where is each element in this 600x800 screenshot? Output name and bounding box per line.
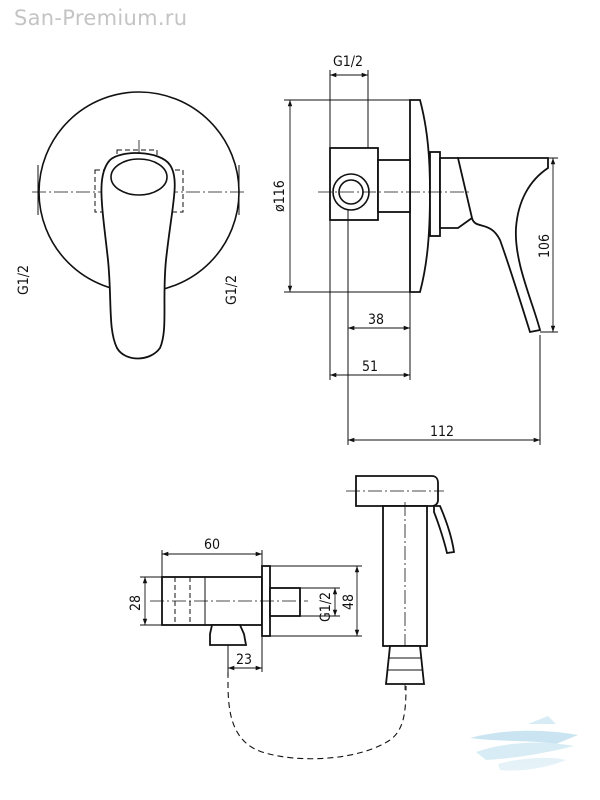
holder-offset23-label: 23 (236, 652, 252, 668)
holder-view: 60 28 G1/2 48 23 (128, 475, 456, 760)
side-view: G1/2 ø116 106 38 51 112 (272, 54, 558, 445)
side-thread-label: G1/2 (333, 54, 363, 70)
side-escutcheon (429, 151, 441, 237)
side-valve-neck (377, 159, 411, 213)
holder-height48-label: 48 (341, 594, 357, 610)
boat-wave-logo-icon (470, 716, 578, 771)
side-height-label: 106 (537, 234, 553, 258)
side-length112-label: 112 (430, 424, 454, 440)
shower-hose (227, 671, 407, 760)
holder-hose-nut (209, 624, 248, 646)
watermark-text: San-Premium.ru (14, 6, 188, 30)
side-depth51-label: 51 (362, 359, 378, 375)
holder-thread-label: G1/2 (318, 592, 334, 622)
hand-shower-connector (385, 645, 425, 685)
side-diameter-label: ø116 (272, 180, 288, 212)
side-wall-plate (409, 99, 431, 293)
holder-height28-label: 28 (128, 595, 144, 611)
front-handle-lever (100, 152, 176, 360)
holder-width60-label: 60 (204, 537, 220, 553)
side-valve-body (329, 147, 379, 221)
holder-thread-connector (269, 587, 301, 617)
front-view: G1/2 G1/2 (16, 91, 244, 360)
front-thread-left-label: G1/2 (16, 265, 32, 295)
hand-shower-trigger (433, 505, 456, 555)
side-depth38-label: 38 (368, 312, 384, 328)
front-thread-right-label: G1/2 (224, 275, 240, 305)
side-lever (456, 157, 549, 334)
front-handle-cap (110, 158, 168, 196)
